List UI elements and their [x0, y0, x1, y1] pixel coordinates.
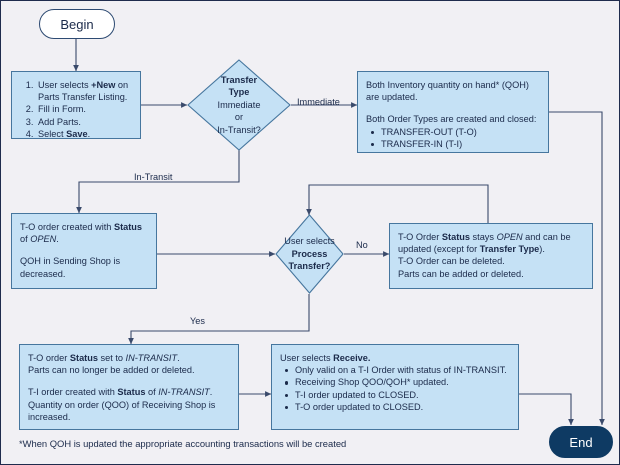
node-transfer-type-decision[interactable]: Transfer Type Immediate or In-Transit?	[187, 59, 291, 151]
immediate-para-2: Both Order Types are created and closed:	[366, 114, 537, 125]
list-item: T-I order updated to CLOSED.	[285, 389, 510, 401]
list-item: T-O order updated to CLOSED.	[285, 401, 510, 413]
yes-result-para-3: T-I order created with Status of IN-TRAN…	[28, 387, 213, 398]
node-receive[interactable]: User selects Receive. Only valid on a T-…	[271, 344, 519, 430]
list-item: Select Save.	[36, 128, 132, 140]
node-immediate-result[interactable]: Both Inventory quantity on hand* (QOH) a…	[357, 71, 549, 153]
edge-label-in-transit: In-Transit	[134, 172, 173, 182]
process-transfer-label: User selects Process Transfer?	[284, 236, 335, 272]
diamond-shape	[275, 214, 344, 294]
list-item: Fill in Form.	[36, 103, 132, 115]
spacer	[20, 245, 148, 255]
footnote-text: *When QOH is updated the appropriate acc…	[19, 438, 347, 449]
edge-process-to-yes	[128, 294, 310, 345]
yes-result-para-4: Quantity on order (QOO) of Receiving Sho…	[28, 399, 216, 422]
spacer	[366, 103, 540, 113]
edge-label-no: No	[356, 240, 368, 250]
transfer-type-label: Transfer Type Immediate or In-Transit?	[217, 74, 261, 135]
list-item: Add Parts.	[36, 116, 132, 128]
create-order-steps: User selects +New on Parts Transfer List…	[20, 79, 132, 140]
node-yes-result[interactable]: T-O order Status set to IN-TRANSIT. Part…	[19, 344, 239, 430]
list-item: Receiving Shop QOO/QOH* updated.	[285, 376, 510, 388]
edge-label-yes: Yes	[190, 316, 205, 326]
no-result-line-3: Parts can be added or deleted.	[398, 268, 524, 279]
no-result-line-2: T-O Order can be deleted.	[398, 256, 505, 267]
spacer	[28, 376, 230, 386]
to-open-para-1: T-O order created with Status of OPEN.	[20, 222, 143, 245]
node-process-transfer-decision[interactable]: User selects Process Transfer?	[275, 214, 344, 294]
node-no-result[interactable]: T-O Order Status stays OPEN and can be u…	[389, 223, 593, 289]
yes-result-para-1: T-O order Status set to IN-TRANSIT.	[28, 353, 180, 363]
node-create-order[interactable]: User selects +New on Parts Transfer List…	[11, 71, 141, 139]
list-item: User selects +New on Parts Transfer List…	[36, 79, 132, 103]
edge-receive-to-end	[519, 393, 574, 426]
list-item: TRANSFER-IN (T-I)	[371, 138, 540, 150]
node-begin[interactable]: Begin	[39, 9, 115, 39]
immediate-bullets: TRANSFER-OUT (T-O) TRANSFER-IN (T-I)	[366, 126, 540, 150]
end-label: End	[569, 434, 593, 450]
list-item: TRANSFER-OUT (T-O)	[371, 126, 540, 138]
edge-label-immediate: Immediate	[297, 97, 340, 107]
node-end[interactable]: End	[549, 426, 613, 458]
receive-bullets: Only valid on a T-I Order with status of…	[280, 364, 510, 413]
to-open-para-2: QOH in Sending Shop is decreased.	[20, 256, 121, 279]
node-to-order-open[interactable]: T-O order created with Status of OPEN. Q…	[11, 213, 157, 289]
begin-label: Begin	[60, 16, 94, 32]
receive-heading: User selects Receive.	[280, 353, 371, 363]
list-item: Only valid on a T-I Order with status of…	[285, 364, 510, 376]
no-result-line-1: T-O Order Status stays OPEN and can be u…	[398, 232, 571, 255]
yes-result-para-2: Parts can no longer be added or deleted.	[28, 365, 195, 376]
immediate-para-1: Both Inventory quantity on hand* (QOH) a…	[366, 80, 529, 103]
